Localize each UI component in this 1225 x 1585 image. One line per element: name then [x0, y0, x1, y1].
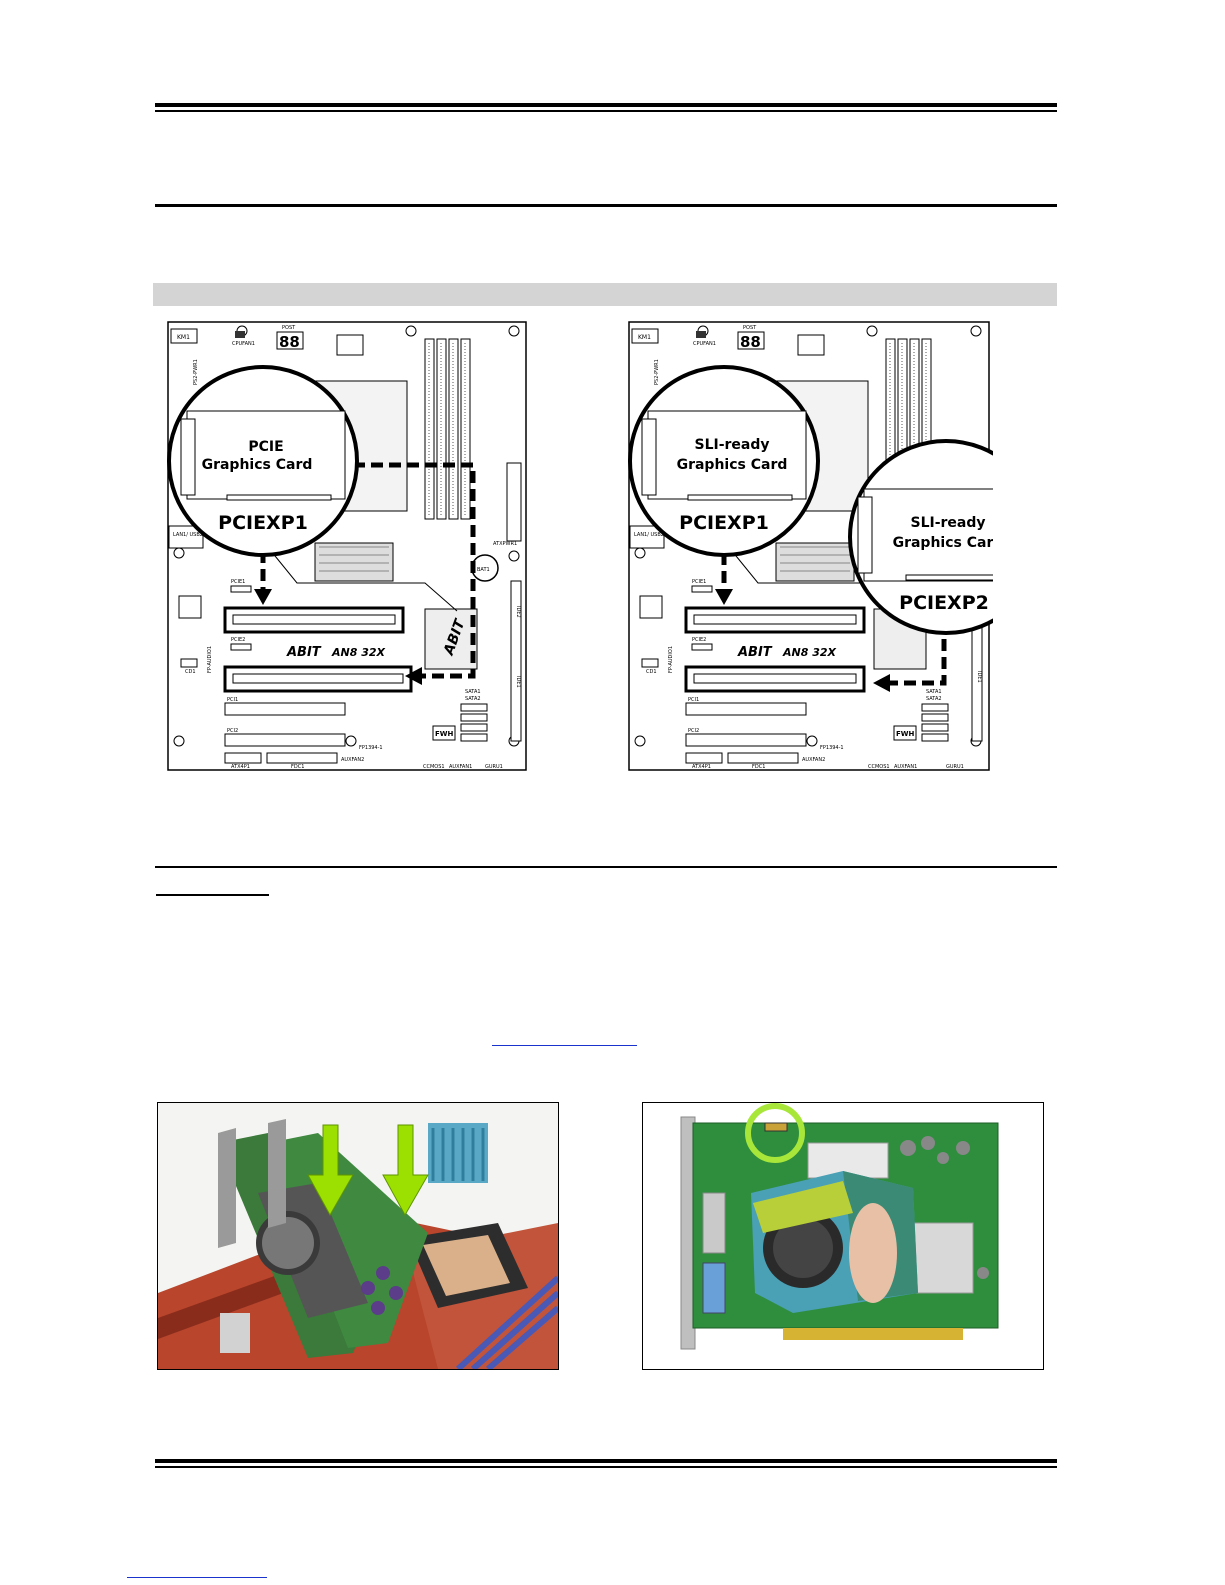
footer-link-underline[interactable] — [127, 1577, 267, 1578]
label-fwh: FWH — [435, 730, 454, 738]
label-atx12v: ATX4P1 — [692, 764, 711, 770]
photo-sli-card-svg — [643, 1103, 1043, 1369]
board-diagram-single: KM1 CPUFAN1 POST 88 PS2-PWR1 ATXPWR1 BAT… — [167, 321, 527, 771]
label-auxfan2: AUXFAN2 — [802, 757, 825, 763]
slot-label-pciexp2: PCIEXP2 — [899, 592, 989, 614]
header-rule-bottom — [155, 110, 1057, 112]
slot-label-pciexp1: PCIEXP1 — [218, 512, 308, 534]
label-battery: BAT1 — [477, 567, 490, 573]
label-cpufan: CPUFAN1 — [693, 341, 716, 347]
label-pci2: PCI2 — [688, 728, 699, 734]
label-atxpwr: ATXPWR1 — [493, 541, 517, 547]
post-display: 88 — [279, 333, 300, 351]
label-pci2: PCI2 — [227, 728, 238, 734]
label-fpaudio: FP-AUDIO1 — [668, 646, 674, 673]
label-sata2: SATA2 — [465, 696, 481, 702]
label-sata1: SATA1 — [926, 689, 942, 695]
label-pcie2: PCIE2 — [231, 637, 245, 643]
label-lan: LAN1/ USB2 — [173, 532, 203, 538]
callout-line2: Graphics Card — [202, 457, 313, 473]
label-auxfan1: AUXFAN1 — [449, 764, 472, 770]
label-guru: GURU1 — [946, 764, 964, 770]
section-band — [153, 283, 1057, 306]
label-ps2: PS2-PWR1 — [654, 359, 660, 385]
label-fp1394: FP1394-1 — [359, 745, 383, 751]
post-display: 88 — [740, 333, 761, 351]
label-km1: KM1 — [638, 334, 651, 341]
callout2-line1: SLI-ready — [910, 515, 985, 531]
photo-sli-installation — [157, 1102, 559, 1370]
heading-underline — [156, 894, 269, 896]
label-auxfan2: AUXFAN2 — [341, 757, 364, 763]
label-pcie1: PCIE1 — [692, 579, 706, 585]
label-ps2: PS2-PWR1 — [193, 359, 199, 385]
label-post: POST — [282, 325, 296, 331]
label-fdc: FDC1 — [752, 764, 765, 770]
label-pci1: PCI1 — [227, 697, 238, 703]
callout-line1: PCIE — [248, 439, 283, 455]
board-diagram-sli: KM1 CPUFAN1 POST 88 PS2-PWR1 IDE1 LAN1/ … — [628, 321, 1044, 771]
board-diagram-sli-svg: KM1 CPUFAN1 POST 88 PS2-PWR1 IDE1 LAN1/ … — [628, 321, 1044, 771]
label-cd1: CD1 — [646, 669, 657, 675]
label-ide1: IDE1 — [515, 676, 521, 688]
label-fwh: FWH — [896, 730, 915, 738]
photo-sli-card — [642, 1102, 1044, 1370]
label-lan: LAN1/ USB2 — [634, 532, 664, 538]
label-sata1: SATA1 — [465, 689, 481, 695]
label-pcie2: PCIE2 — [692, 637, 706, 643]
label-cpufan: CPUFAN1 — [232, 341, 255, 347]
board-model: AN8 32X — [331, 646, 386, 659]
photo-sli-installation-svg — [158, 1103, 558, 1369]
label-ccmos: CCMOS1 — [868, 764, 890, 770]
label-ccmos: CCMOS1 — [423, 764, 445, 770]
label-ide1: IDE1 — [976, 671, 982, 683]
label-pcie1: PCIE1 — [231, 579, 245, 585]
footer-rule-top — [155, 1459, 1057, 1463]
label-pci1: PCI1 — [688, 697, 699, 703]
label-guru: GURU1 — [485, 764, 503, 770]
board-model: AN8 32X — [782, 646, 837, 659]
label-fp1394: FP1394-1 — [820, 745, 844, 751]
section-rule-2 — [155, 866, 1057, 868]
label-atx12v: ATX4P1 — [231, 764, 250, 770]
board-logo: ABIT — [737, 645, 773, 660]
label-cd1: CD1 — [185, 669, 196, 675]
label-sata2: SATA2 — [926, 696, 942, 702]
footer-rule-bottom — [155, 1466, 1057, 1468]
hyperlink-underline[interactable] — [492, 1045, 637, 1046]
label-auxfan1: AUXFAN1 — [894, 764, 917, 770]
label-ide2: IDE2 — [515, 606, 521, 618]
board-diagram-single-svg: KM1 CPUFAN1 POST 88 PS2-PWR1 ATXPWR1 BAT… — [167, 321, 527, 771]
section-rule — [155, 204, 1057, 207]
callout2-line2: Graphics Card — [893, 535, 993, 551]
board-logo: ABIT — [286, 645, 322, 660]
slot-label-pciexp1: PCIEXP1 — [679, 512, 769, 534]
callout1-line2: Graphics Card — [677, 457, 788, 473]
callout1-line1: SLI-ready — [694, 437, 769, 453]
label-km1: KM1 — [177, 334, 190, 341]
label-fpaudio: FP-AUDIO1 — [207, 646, 213, 673]
header-rule-top — [155, 103, 1057, 107]
label-post: POST — [743, 325, 757, 331]
label-fdc: FDC1 — [291, 764, 304, 770]
